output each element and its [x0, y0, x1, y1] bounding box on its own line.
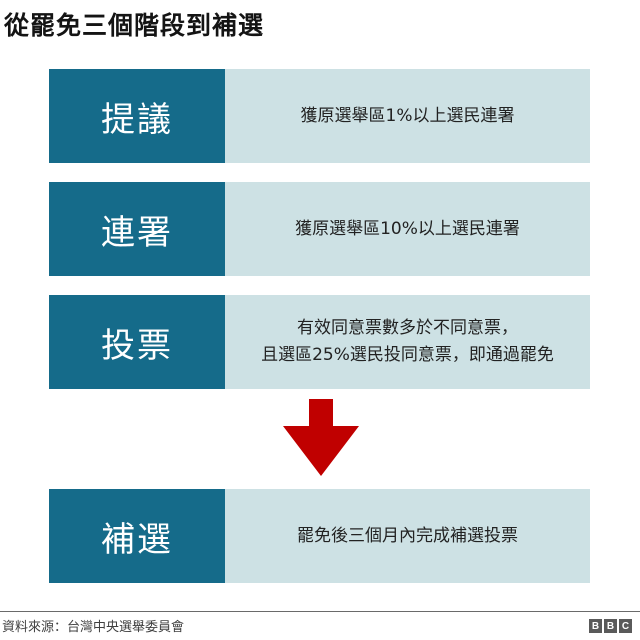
step-row-by-election: 補選 罷免後三個月內完成補選投票	[49, 489, 590, 583]
step-label: 投票	[49, 295, 225, 389]
page-title: 從罷免三個階段到補選	[4, 11, 265, 40]
logo-letter: B	[604, 619, 617, 633]
step-description: 有效同意票數多於不同意票， 且選區25%選民投同意票，即通過罷免	[225, 295, 590, 389]
step-description-line: 且選區25%選民投同意票，即通過罷免	[261, 345, 554, 365]
step-label: 連署	[49, 182, 225, 276]
step-row-petition: 連署 獲原選舉區10%以上選民連署	[49, 182, 590, 276]
step-description-line: 獲原選舉區10%以上選民連署	[295, 218, 520, 239]
step-description-line: 罷免後三個月內完成補選投票	[297, 525, 518, 546]
step-description-line: 有效同意票數多於不同意票，	[297, 318, 518, 338]
logo-letter: C	[619, 619, 632, 633]
step-description: 獲原選舉區10%以上選民連署	[225, 182, 590, 276]
step-row-vote: 投票 有效同意票數多於不同意票， 且選區25%選民投同意票，即通過罷免	[49, 295, 590, 389]
bbc-logo: B B C	[589, 619, 632, 633]
step-description-line: 獲原選舉區1%以上選民連署	[300, 105, 515, 126]
source-note: 資料來源：台灣中央選舉委員會	[2, 620, 185, 635]
footer-divider	[0, 611, 640, 612]
step-description: 罷免後三個月內完成補選投票	[225, 489, 590, 583]
step-label: 補選	[49, 489, 225, 583]
step-description: 獲原選舉區1%以上選民連署	[225, 69, 590, 163]
step-row-proposal: 提議 獲原選舉區1%以上選民連署	[49, 69, 590, 163]
step-label: 提議	[49, 69, 225, 163]
logo-letter: B	[589, 619, 602, 633]
down-arrow-icon	[283, 399, 359, 476]
